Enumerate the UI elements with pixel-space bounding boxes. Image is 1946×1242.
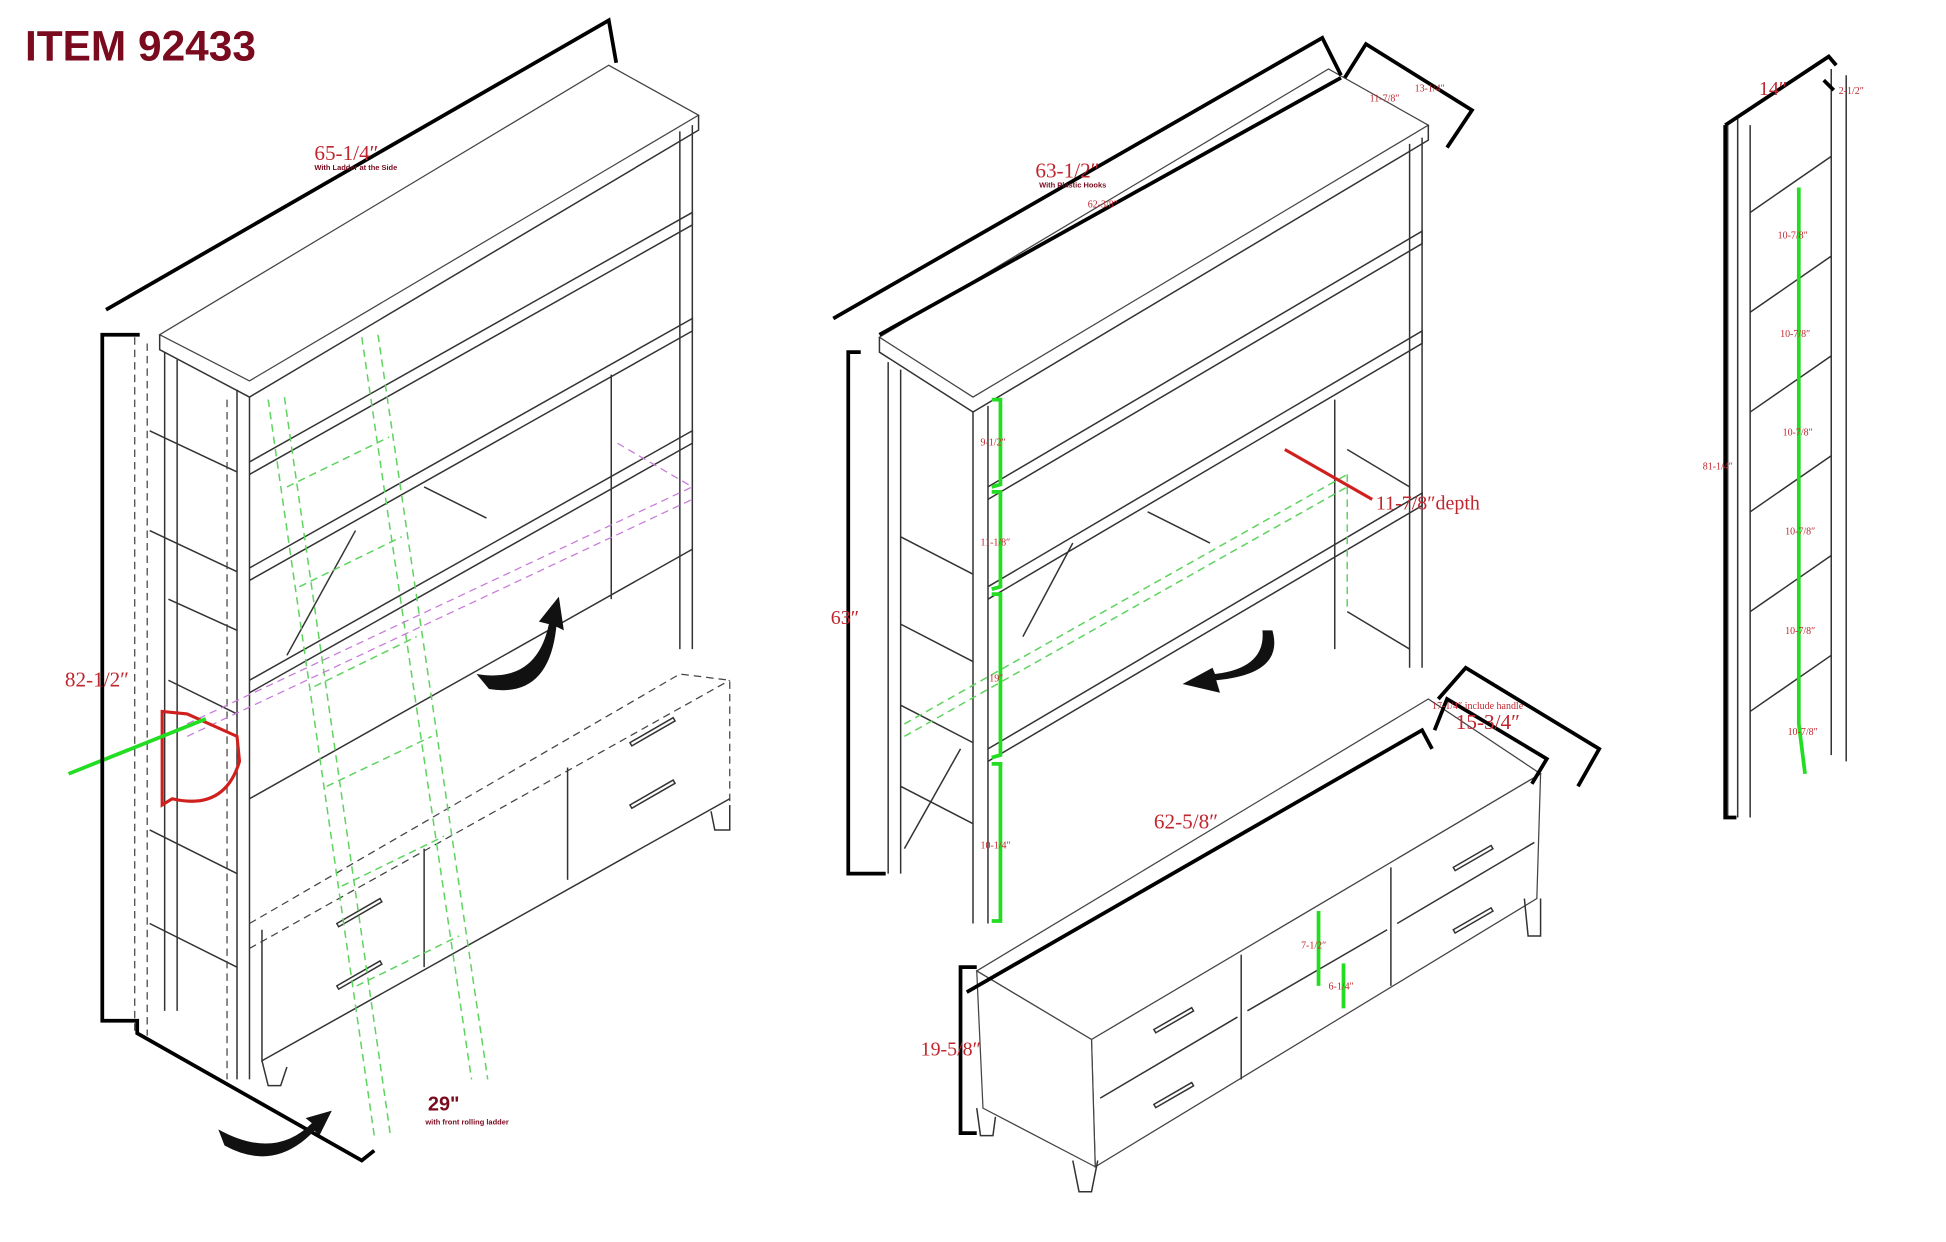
tv-cabinet-dashed <box>249 673 731 1087</box>
shelf-gap-label: 11-1/8″ <box>980 538 1010 549</box>
tv-height-label: 19-5/8″ <box>921 1039 981 1061</box>
side-rungs <box>149 430 238 968</box>
tv-stand-drawing <box>958 665 1602 1193</box>
shelves <box>249 211 694 800</box>
shelf-depth-label: 11-7/8″depth <box>1376 492 1480 514</box>
curved-arrow-icon <box>218 1110 332 1157</box>
left-assembly-drawing <box>67 17 731 1163</box>
hutch-drawing <box>832 35 1475 924</box>
hutch-width-label: 63-1/2″ <box>1035 159 1099 183</box>
left-height-label: 82-1/2″ <box>65 667 129 691</box>
hutch-height-label: 63″ <box>831 607 859 629</box>
ladder-hook-label: 2-1/2″ <box>1839 86 1864 97</box>
tv-depth-label: 15-3/4″ <box>1456 710 1520 734</box>
left-width-label: 65-1/4″ <box>314 141 378 165</box>
left-depth-label: 29" <box>428 1094 460 1116</box>
rotate-arrow-icon <box>160 709 242 808</box>
tv-lower-opening-label: 6-1/4″ <box>1329 982 1354 993</box>
hutch-depth-label-1: 11-7/8″ <box>1370 93 1400 104</box>
ladder-side-dashed <box>134 337 228 1080</box>
rung-gap-label: 10-7/8″ <box>1785 626 1815 637</box>
ladder-drawing <box>1723 54 1847 820</box>
tv-upper-opening-label: 7-1/2″ <box>1301 940 1326 951</box>
rung-gap-label: 10-7/8″ <box>1780 329 1810 340</box>
front-ladder-dashed <box>267 334 489 1136</box>
hutch-width-note: With Plastic Hooks <box>1039 181 1106 190</box>
hutch-inner-width-label: 62-3/8″ <box>1088 199 1118 210</box>
shelf-gap-label: 19″ <box>989 674 1003 685</box>
rung-gap-label: 10-7/8″ <box>1785 526 1815 537</box>
ladder-width-label: 14″ <box>1759 78 1787 100</box>
curved-arrow-icon <box>1182 630 1275 693</box>
curved-arrow-icon <box>476 596 564 691</box>
rung-gap-label: 10-7/8″ <box>1778 231 1808 242</box>
tv-depth-handle-label: 17-1/4″ include handle <box>1432 701 1524 712</box>
rung-gap-label: 10-7/8″ <box>1783 428 1813 439</box>
rung-gap-label: 10-7/8″ <box>1788 727 1818 738</box>
hutch-depth-label-2: 13-1/4″ <box>1415 83 1445 94</box>
left-depth-note: with front rolling ladder <box>424 1117 508 1126</box>
shelf-highlight-dashed <box>186 442 693 737</box>
tv-width-label: 62-5/8″ <box>1154 810 1218 834</box>
item-title: ITEM 92433 <box>25 22 256 69</box>
left-width-note: With Ladder at the Side <box>314 163 397 172</box>
shelf-gap-label: 10-1/4″ <box>980 841 1010 852</box>
ladder-height-label: 81-1/4″ <box>1703 461 1733 472</box>
shelf-gap-label: 9-1/2″ <box>980 438 1005 449</box>
